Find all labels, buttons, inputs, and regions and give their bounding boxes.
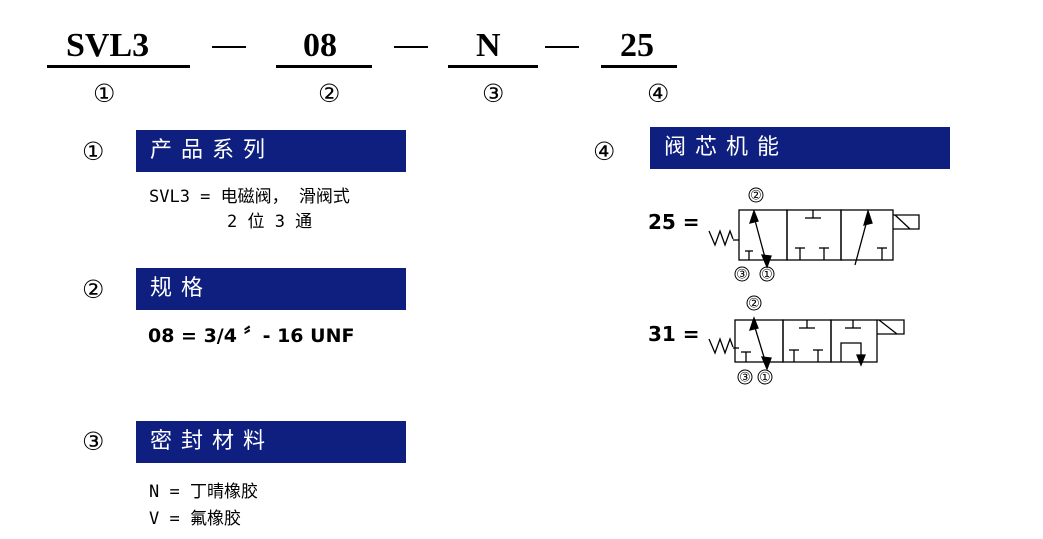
seal-line-2: V = 氟橡胶 — [149, 509, 241, 529]
valve-symbol-31: ② ③ ① — [708, 295, 905, 386]
code-underline — [47, 65, 190, 68]
seal-line-1: N = 丁晴橡胶 — [149, 482, 258, 502]
valve-symbol-25: ② ③ ① — [708, 187, 920, 283]
size-value: 08 = 3/4 〞- 16 UNF — [148, 325, 355, 347]
section-seal-header: 密封材料 — [136, 421, 406, 463]
section-series-title: 产品系列 — [150, 138, 275, 163]
section-function-marker: ④ — [593, 137, 616, 166]
code-underline — [276, 65, 372, 68]
code-segment-function: 25 — [620, 27, 654, 64]
port-3-label: ③ — [736, 268, 748, 283]
section-seal-marker: ③ — [82, 427, 105, 456]
section-size-header: 规格 — [136, 268, 406, 310]
series-line-2: 2 位 3 通 — [227, 212, 313, 232]
section-series-marker: ① — [82, 137, 105, 166]
section-size-marker: ② — [82, 275, 105, 304]
code-underline — [601, 65, 677, 68]
code-marker-4: ④ — [647, 79, 670, 108]
code-separator — [545, 46, 579, 48]
port-3-label: ③ — [739, 371, 751, 386]
code-marker-1: ① — [93, 79, 116, 108]
function-31-label: 31 = — [648, 322, 700, 346]
code-segment-seal: N — [476, 27, 501, 64]
code-separator — [394, 46, 428, 48]
function-25-label: 25 = — [648, 210, 700, 234]
code-marker-2: ② — [318, 79, 341, 108]
section-function-title: 阀芯机能 — [664, 135, 789, 160]
code-segment-series: SVL3 — [66, 27, 150, 64]
section-size-title: 规格 — [150, 276, 213, 301]
code-separator — [212, 46, 246, 48]
section-function-header: 阀芯机能 — [650, 127, 950, 169]
code-segment-size: 08 — [303, 27, 337, 64]
port-2-label: ② — [748, 297, 760, 312]
port-1-label: ① — [761, 268, 773, 283]
code-underline — [448, 65, 538, 68]
series-line-1: SVL3 = 电磁阀， 滑阀式 — [149, 187, 350, 207]
code-marker-3: ③ — [482, 79, 505, 108]
section-seal-title: 密封材料 — [150, 429, 275, 454]
port-1-label: ① — [759, 371, 771, 386]
section-series-header: 产品系列 — [136, 130, 406, 172]
port-2-label: ② — [750, 189, 762, 204]
